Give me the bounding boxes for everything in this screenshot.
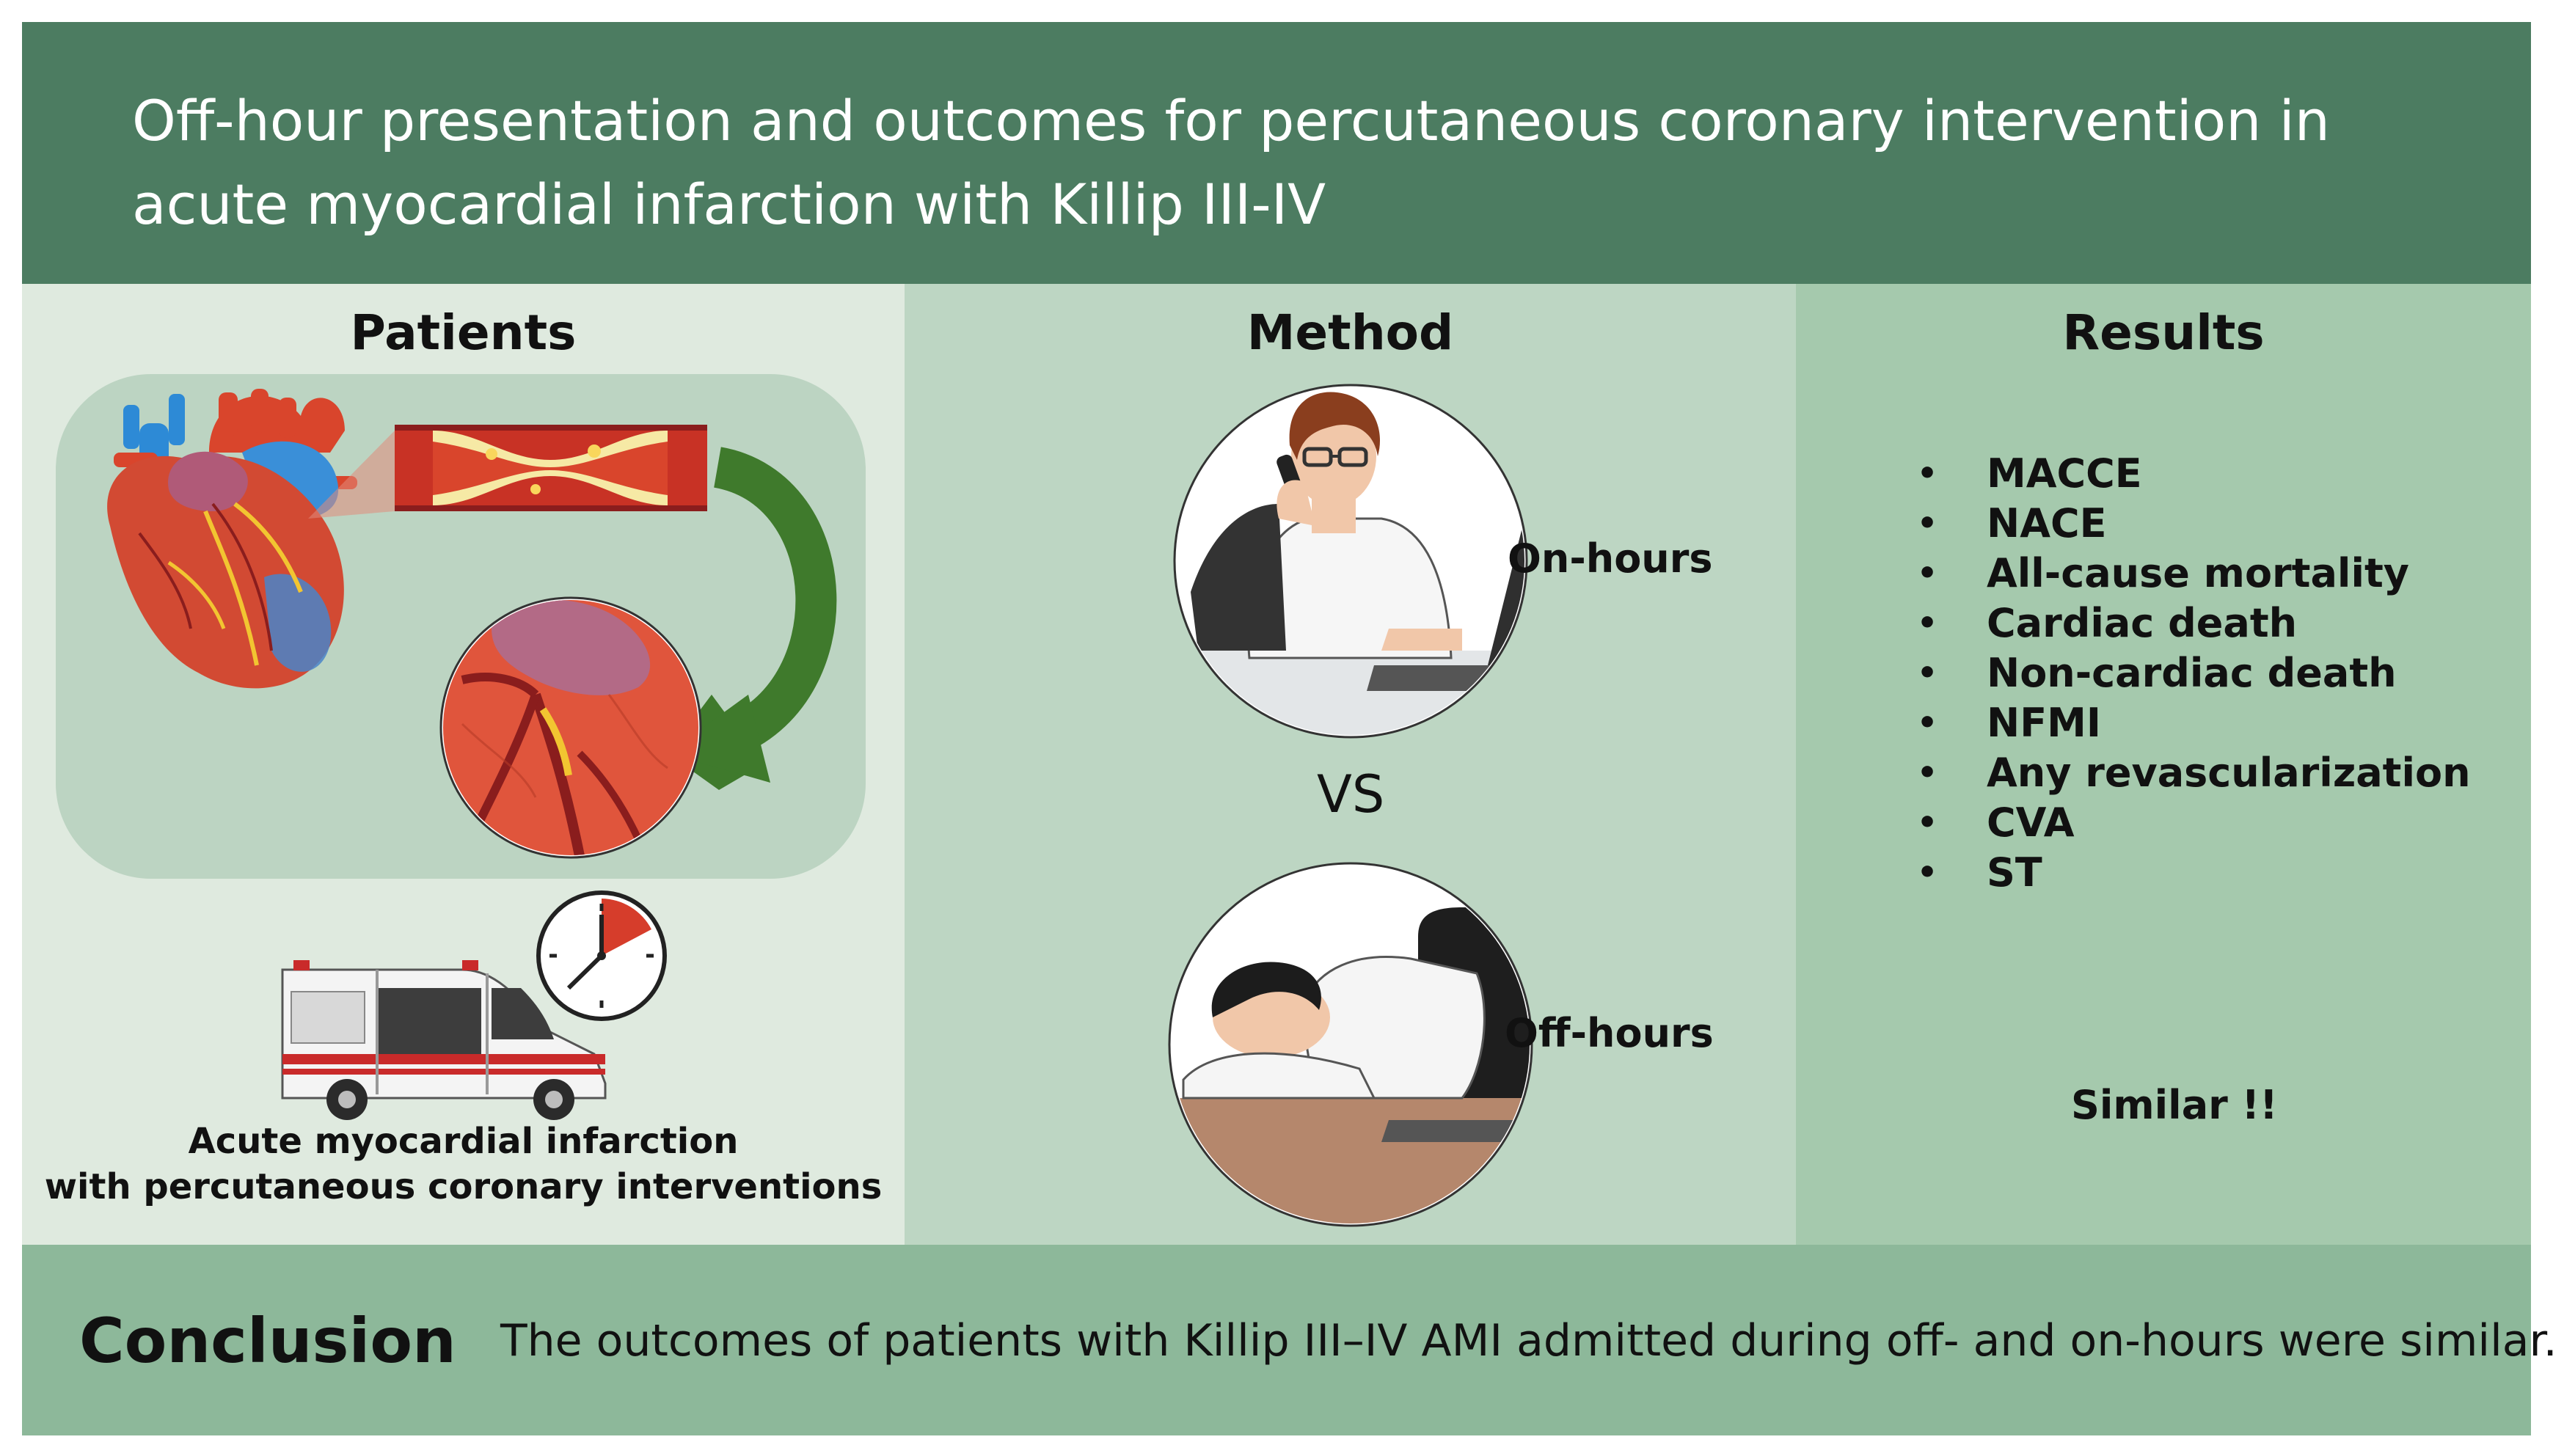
patients-heading: Patients bbox=[350, 304, 577, 361]
title-line-1: Off-hour presentation and outcomes for p… bbox=[132, 88, 2330, 153]
results-summary: Similar !! bbox=[2071, 1082, 2278, 1128]
method-heading: Method bbox=[1246, 304, 1454, 361]
results-item: NACE bbox=[1917, 499, 2471, 549]
on-hours-label: On-hours bbox=[1508, 535, 1713, 582]
caption-line-1: Acute myocardial infarction bbox=[188, 1121, 739, 1162]
doctor-on-phone-icon bbox=[1173, 384, 1528, 739]
doctor-sleeping-icon bbox=[1168, 862, 1533, 1227]
results-item: MACCE bbox=[1917, 449, 2471, 499]
title-line-2: acute myocardial infarction with Killip … bbox=[132, 172, 1326, 237]
vs-label: VS bbox=[1317, 764, 1385, 824]
results-panel: Results MACCE NACE All-cause mortality C… bbox=[1796, 284, 2531, 1245]
off-hours-label: Off-hours bbox=[1505, 1010, 1714, 1056]
results-item: Any revascularization bbox=[1917, 748, 2471, 798]
results-item: ST bbox=[1917, 848, 2471, 898]
method-panel: Method bbox=[905, 284, 1796, 1245]
artery-icon bbox=[395, 425, 707, 511]
conclusion-bar: Conclusion The outcomes of patients with… bbox=[22, 1245, 2553, 1435]
results-item: NFMI bbox=[1917, 698, 2471, 748]
zoomed-heart-icon bbox=[439, 596, 702, 859]
conclusion-text: The outcomes of patients with Killip III… bbox=[500, 1315, 2553, 1367]
zoom-connector bbox=[308, 431, 395, 519]
page-title: Off-hour presentation and outcomes for p… bbox=[132, 79, 2480, 246]
conclusion-title: Conclusion bbox=[79, 1305, 456, 1377]
heart-icon bbox=[107, 389, 357, 689]
patients-panel: Patients bbox=[22, 284, 905, 1245]
results-item: Cardiac death bbox=[1917, 599, 2471, 648]
results-item: All-cause mortality bbox=[1917, 549, 2471, 599]
title-banner: Off-hour presentation and outcomes for p… bbox=[22, 22, 2531, 284]
results-item: CVA bbox=[1917, 798, 2471, 848]
method-illustration bbox=[1168, 384, 1533, 1227]
clock-icon bbox=[536, 890, 667, 1021]
results-item: Non-cardiac death bbox=[1917, 648, 2471, 698]
ambulance-icon bbox=[281, 960, 607, 1120]
patients-illustration bbox=[56, 374, 866, 1120]
results-heading: Results bbox=[2062, 304, 2265, 361]
caption-line-2: with percutaneous coronary interventions bbox=[44, 1166, 883, 1207]
results-list: MACCE NACE All-cause mortality Cardiac d… bbox=[1917, 449, 2471, 898]
patients-caption: Acute myocardial infarction with percuta… bbox=[22, 1119, 905, 1210]
